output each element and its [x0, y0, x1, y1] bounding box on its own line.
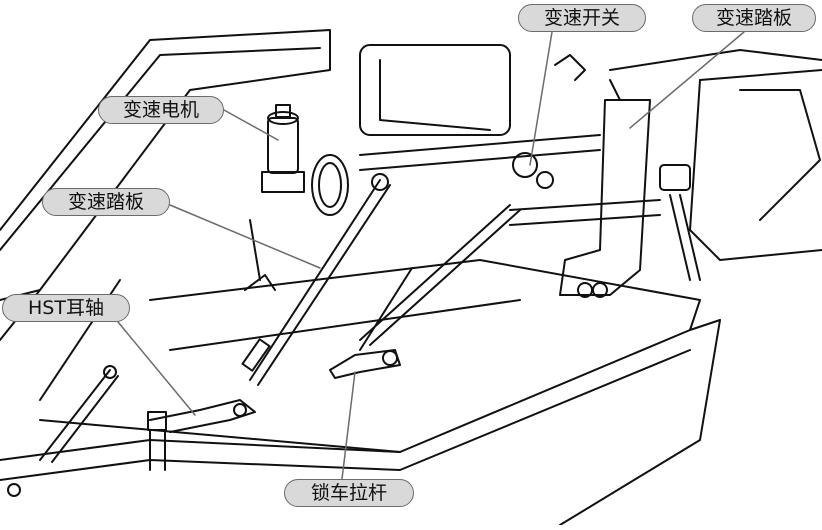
front-crossmember [0, 319, 721, 526]
left-linkage [7, 365, 119, 497]
shift-pedal-right [559, 79, 651, 298]
label-shift-motor: 变速电机 [98, 96, 224, 124]
label-shift-switch: 变速开关 [518, 4, 646, 32]
left-frame-rail [0, 29, 331, 401]
label-parking-lock-rod: 锁车拉杆 [284, 479, 414, 507]
leader-lines [117, 31, 745, 480]
cross-shaft [359, 134, 661, 226]
floor-plate [149, 259, 701, 351]
shift-linkage-rod [241, 173, 391, 386]
shift-motor [261, 104, 349, 216]
parking-lock-rod [329, 204, 521, 379]
right-brackets [554, 54, 701, 281]
label-hst-trunnion: HST耳轴 [2, 294, 130, 322]
right-frame-rail [609, 49, 822, 261]
label-shift-pedal-left: 变速踏板 [42, 188, 170, 216]
shift-switch-assembly [359, 44, 554, 189]
label-shift-pedal-right: 变速踏板 [692, 4, 816, 32]
